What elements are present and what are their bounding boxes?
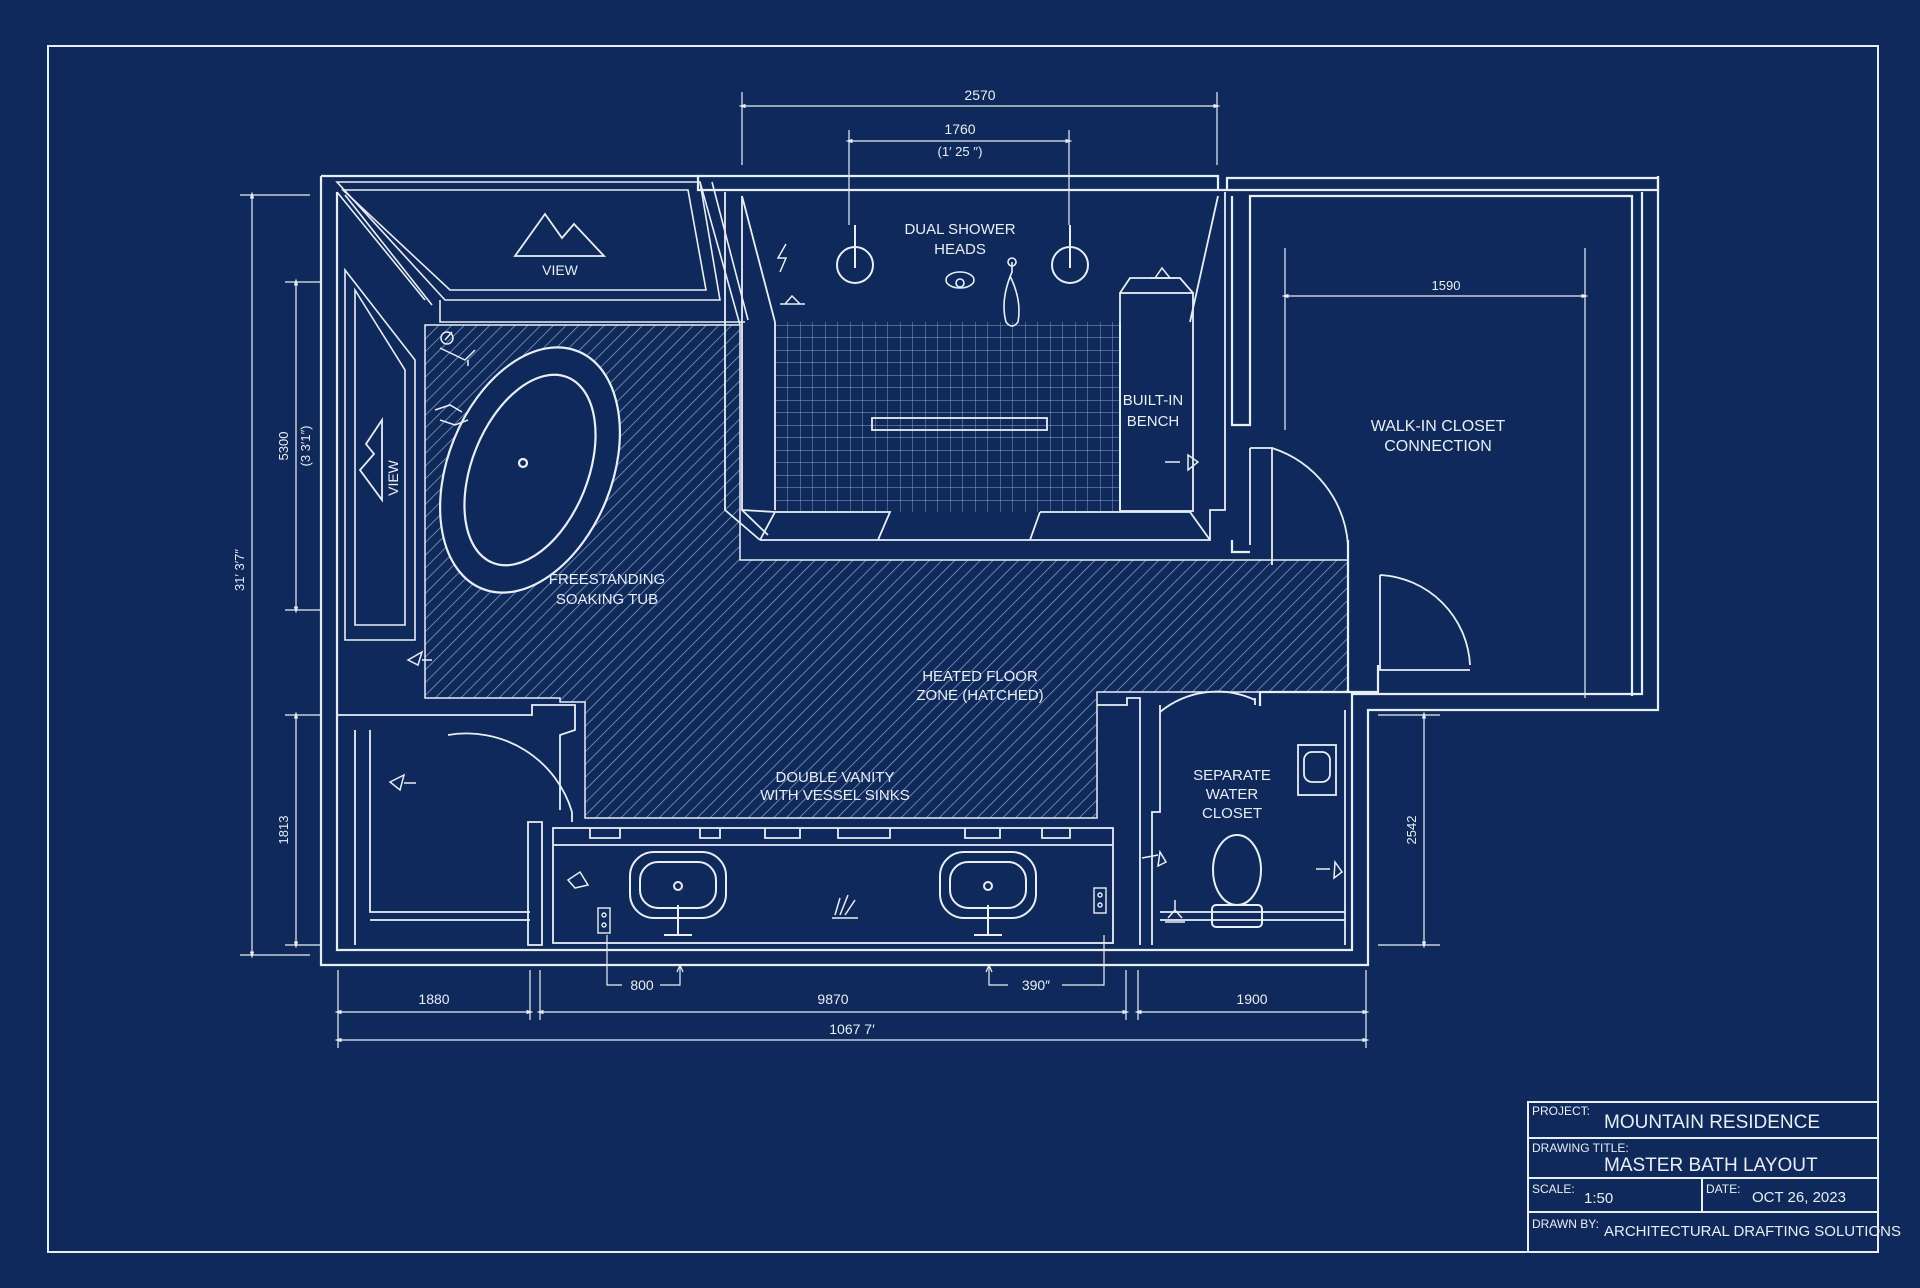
vanity-fixtures xyxy=(566,870,858,919)
lower-left-room xyxy=(337,704,576,946)
water-closet-label-3: CLOSET xyxy=(1202,805,1262,822)
view-label-left: VIEW xyxy=(385,459,401,496)
top-shower-imperial-dim: (1′ 25 ′′) xyxy=(938,144,983,159)
left-lower-dim: 1813 xyxy=(276,816,291,845)
top-shower-dim: 1760 xyxy=(944,121,975,137)
sheet-border xyxy=(47,45,1879,1253)
heated-floor-label-1: HEATED FLOOR xyxy=(922,668,1038,685)
wall-bracket-icons xyxy=(780,266,1200,472)
left-window xyxy=(336,191,433,641)
bottom-right-dim: 1900 xyxy=(1236,991,1267,1007)
tub-label-2: SOAKING TUB xyxy=(556,591,658,608)
double-vanity-label-2: WITH VESSEL SINKS xyxy=(760,787,909,804)
heated-floor-zone xyxy=(424,324,1349,819)
date-value: OCT 26, 2023 xyxy=(1752,1189,1846,1206)
water-closet-label-2: WATER xyxy=(1206,786,1259,803)
dual-shower-label-1: DUAL SHOWER xyxy=(904,221,1015,238)
water-closet-walls xyxy=(1097,690,1346,945)
exterior-walls xyxy=(319,174,1660,967)
left-dimension-lines xyxy=(240,191,320,959)
closet-width-dim: 1590 xyxy=(1432,278,1461,293)
shower-enclosure xyxy=(724,192,1226,541)
shower-head-icon xyxy=(836,225,1089,284)
hand-shower-icon xyxy=(1003,257,1020,327)
top-window xyxy=(335,181,749,326)
top-overall-dim: 2570 xyxy=(964,87,995,103)
project-value: MOUNTAIN RESIDENCE xyxy=(1604,1112,1820,1133)
tub-label-1: FREESTANDING xyxy=(549,571,665,588)
bottom-left-dim: 1880 xyxy=(418,991,449,1007)
valve-icon-lower xyxy=(388,773,416,792)
soaking-tub xyxy=(439,346,621,594)
sink-icon xyxy=(629,851,1037,936)
faucet-icon xyxy=(434,331,476,426)
left-tub-dim: 5300 xyxy=(276,432,291,461)
toilet-icon xyxy=(1211,834,1263,928)
walk-in-closet-label-2: CONNECTION xyxy=(1384,438,1492,455)
drawing-title-value: MASTER BATH LAYOUT xyxy=(1604,1155,1818,1176)
right-dimension-lines xyxy=(1378,711,1440,949)
built-in-bench-label-1: BUILT-IN xyxy=(1123,392,1184,409)
date-label: DATE: xyxy=(1706,1182,1740,1196)
drawn-by-label: DRAWN BY: xyxy=(1532,1217,1599,1231)
water-closet-label-1: SEPARATE xyxy=(1193,767,1271,784)
shower-tile-floor xyxy=(775,322,1120,512)
mountain-icon-left xyxy=(358,417,383,503)
drawing-title-label: DRAWING TITLE: xyxy=(1532,1141,1629,1155)
mountain-icon xyxy=(513,212,607,257)
scale-value: 1:50 xyxy=(1584,1190,1613,1207)
outlet-right-dim: 390″ xyxy=(1022,977,1050,993)
drawn-by-value: ARCHITECTURAL DRAFTING SOLUTIONS xyxy=(1604,1223,1901,1240)
closet-dimension-line xyxy=(1281,248,1589,698)
left-tub-imperial-dim: (3 3′1″) xyxy=(298,426,313,467)
left-overall-dim: 31′ 3′7″ xyxy=(232,549,247,591)
bottom-overall-dim: 1067 7′ xyxy=(829,1021,875,1037)
lightning-icon xyxy=(776,243,788,273)
outlet-icon xyxy=(597,887,1107,934)
right-lower-dim: 2542 xyxy=(1404,816,1419,845)
bottom-mid-dim: 9870 xyxy=(817,991,848,1007)
project-label: PROJECT: xyxy=(1532,1104,1590,1118)
outlet-left-dim: 800 xyxy=(630,977,654,993)
title-block xyxy=(1527,1101,1879,1253)
door-swing-icon xyxy=(1249,447,1471,671)
walk-in-closet-label-1: WALK-IN CLOSET xyxy=(1371,418,1506,435)
valve-icon-tub xyxy=(406,650,432,667)
heated-floor-label-2: ZONE (HATCHED) xyxy=(916,687,1043,704)
double-vanity xyxy=(552,827,1114,944)
scale-label: SCALE: xyxy=(1532,1182,1575,1196)
built-in-bench-label-2: BENCH xyxy=(1127,413,1180,430)
double-vanity-label-1: DOUBLE VANITY xyxy=(776,769,895,786)
dual-shower-label-2: HEADS xyxy=(934,241,986,258)
wc-fixtures xyxy=(1141,849,1344,923)
top-dimension-lines xyxy=(738,92,1221,225)
view-label-top: VIEW xyxy=(542,262,579,278)
bottom-dimension-lines xyxy=(334,935,1370,1048)
shower-valve-icon xyxy=(945,271,975,289)
